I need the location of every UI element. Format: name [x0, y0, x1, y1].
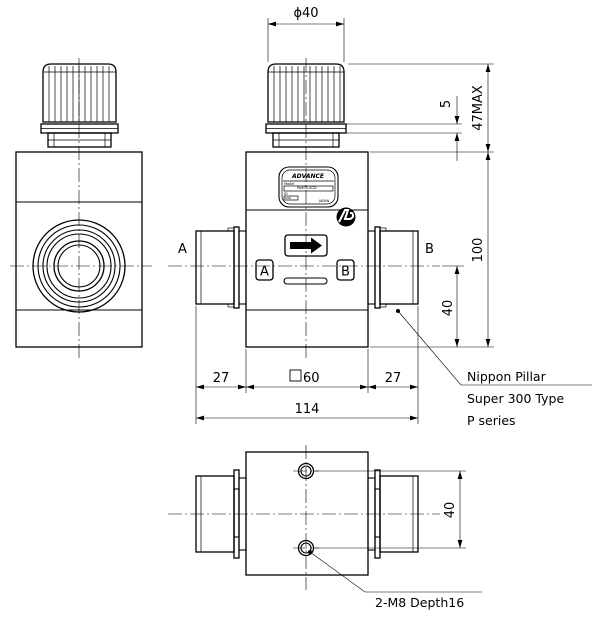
dim-5: 5 — [439, 100, 454, 108]
nameplate-model-label: Model — [284, 182, 295, 186]
nameplate-model: PA60S-6CD — [297, 186, 317, 190]
badge-b-label: B — [341, 265, 350, 280]
side-port — [32, 219, 126, 313]
port-b-label: B — [425, 242, 434, 257]
flow-arrow-icon — [284, 234, 328, 257]
front-view: ADVANCE Model PA60S-6CD ID xxx JAPAN A — [168, 58, 440, 360]
dim-phi40: ϕ40 — [293, 6, 318, 21]
top-view — [168, 445, 440, 590]
logo-icon — [336, 207, 356, 227]
callout-fitting-line1: Nippon Pillar — [467, 369, 547, 384]
side-view — [10, 58, 152, 360]
dim-60: 60 — [303, 371, 320, 386]
dim-114: 114 — [295, 402, 320, 417]
callout-fitting-line3: P series — [467, 413, 516, 428]
badge-a: A — [255, 259, 274, 281]
dim-40-front: 40 — [441, 300, 456, 317]
dim-27-left: 27 — [213, 371, 230, 386]
callout-fitting-line2: Super 300 Type — [467, 391, 564, 406]
callout-holes: 2-M8 Depth16 — [375, 595, 464, 610]
nameplate-serial: xxx — [285, 196, 291, 200]
mounting-hole-bottom — [293, 539, 319, 557]
top-body — [245, 451, 369, 576]
side-knob — [40, 63, 119, 148]
dim-27-right: 27 — [385, 371, 402, 386]
top-left-fitting — [195, 469, 247, 559]
top-right-fitting — [367, 469, 419, 559]
nameplate-origin: JAPAN — [318, 199, 330, 203]
dim-100: 100 — [471, 238, 486, 263]
dim-40-bottom: 40 — [443, 502, 458, 519]
side-body — [15, 151, 143, 348]
front-knob — [265, 63, 347, 148]
badge-b: B — [336, 259, 355, 281]
nameplate-brand: ADVANCE — [291, 173, 325, 180]
front-left-fitting — [195, 226, 247, 309]
nameplate: ADVANCE Model PA60S-6CD ID xxx JAPAN — [278, 166, 339, 208]
dim-47max: 47MAX — [471, 85, 486, 131]
dimension-lines — [195, 18, 494, 549]
port-a-label: A — [178, 242, 187, 257]
square-symbol-icon — [289, 369, 302, 382]
leader-lines — [308, 309, 592, 593]
front-right-fitting — [367, 226, 419, 309]
nameplate-id-label: ID — [284, 192, 288, 196]
indicator-slot — [283, 277, 328, 285]
badge-a-label: A — [260, 265, 269, 280]
